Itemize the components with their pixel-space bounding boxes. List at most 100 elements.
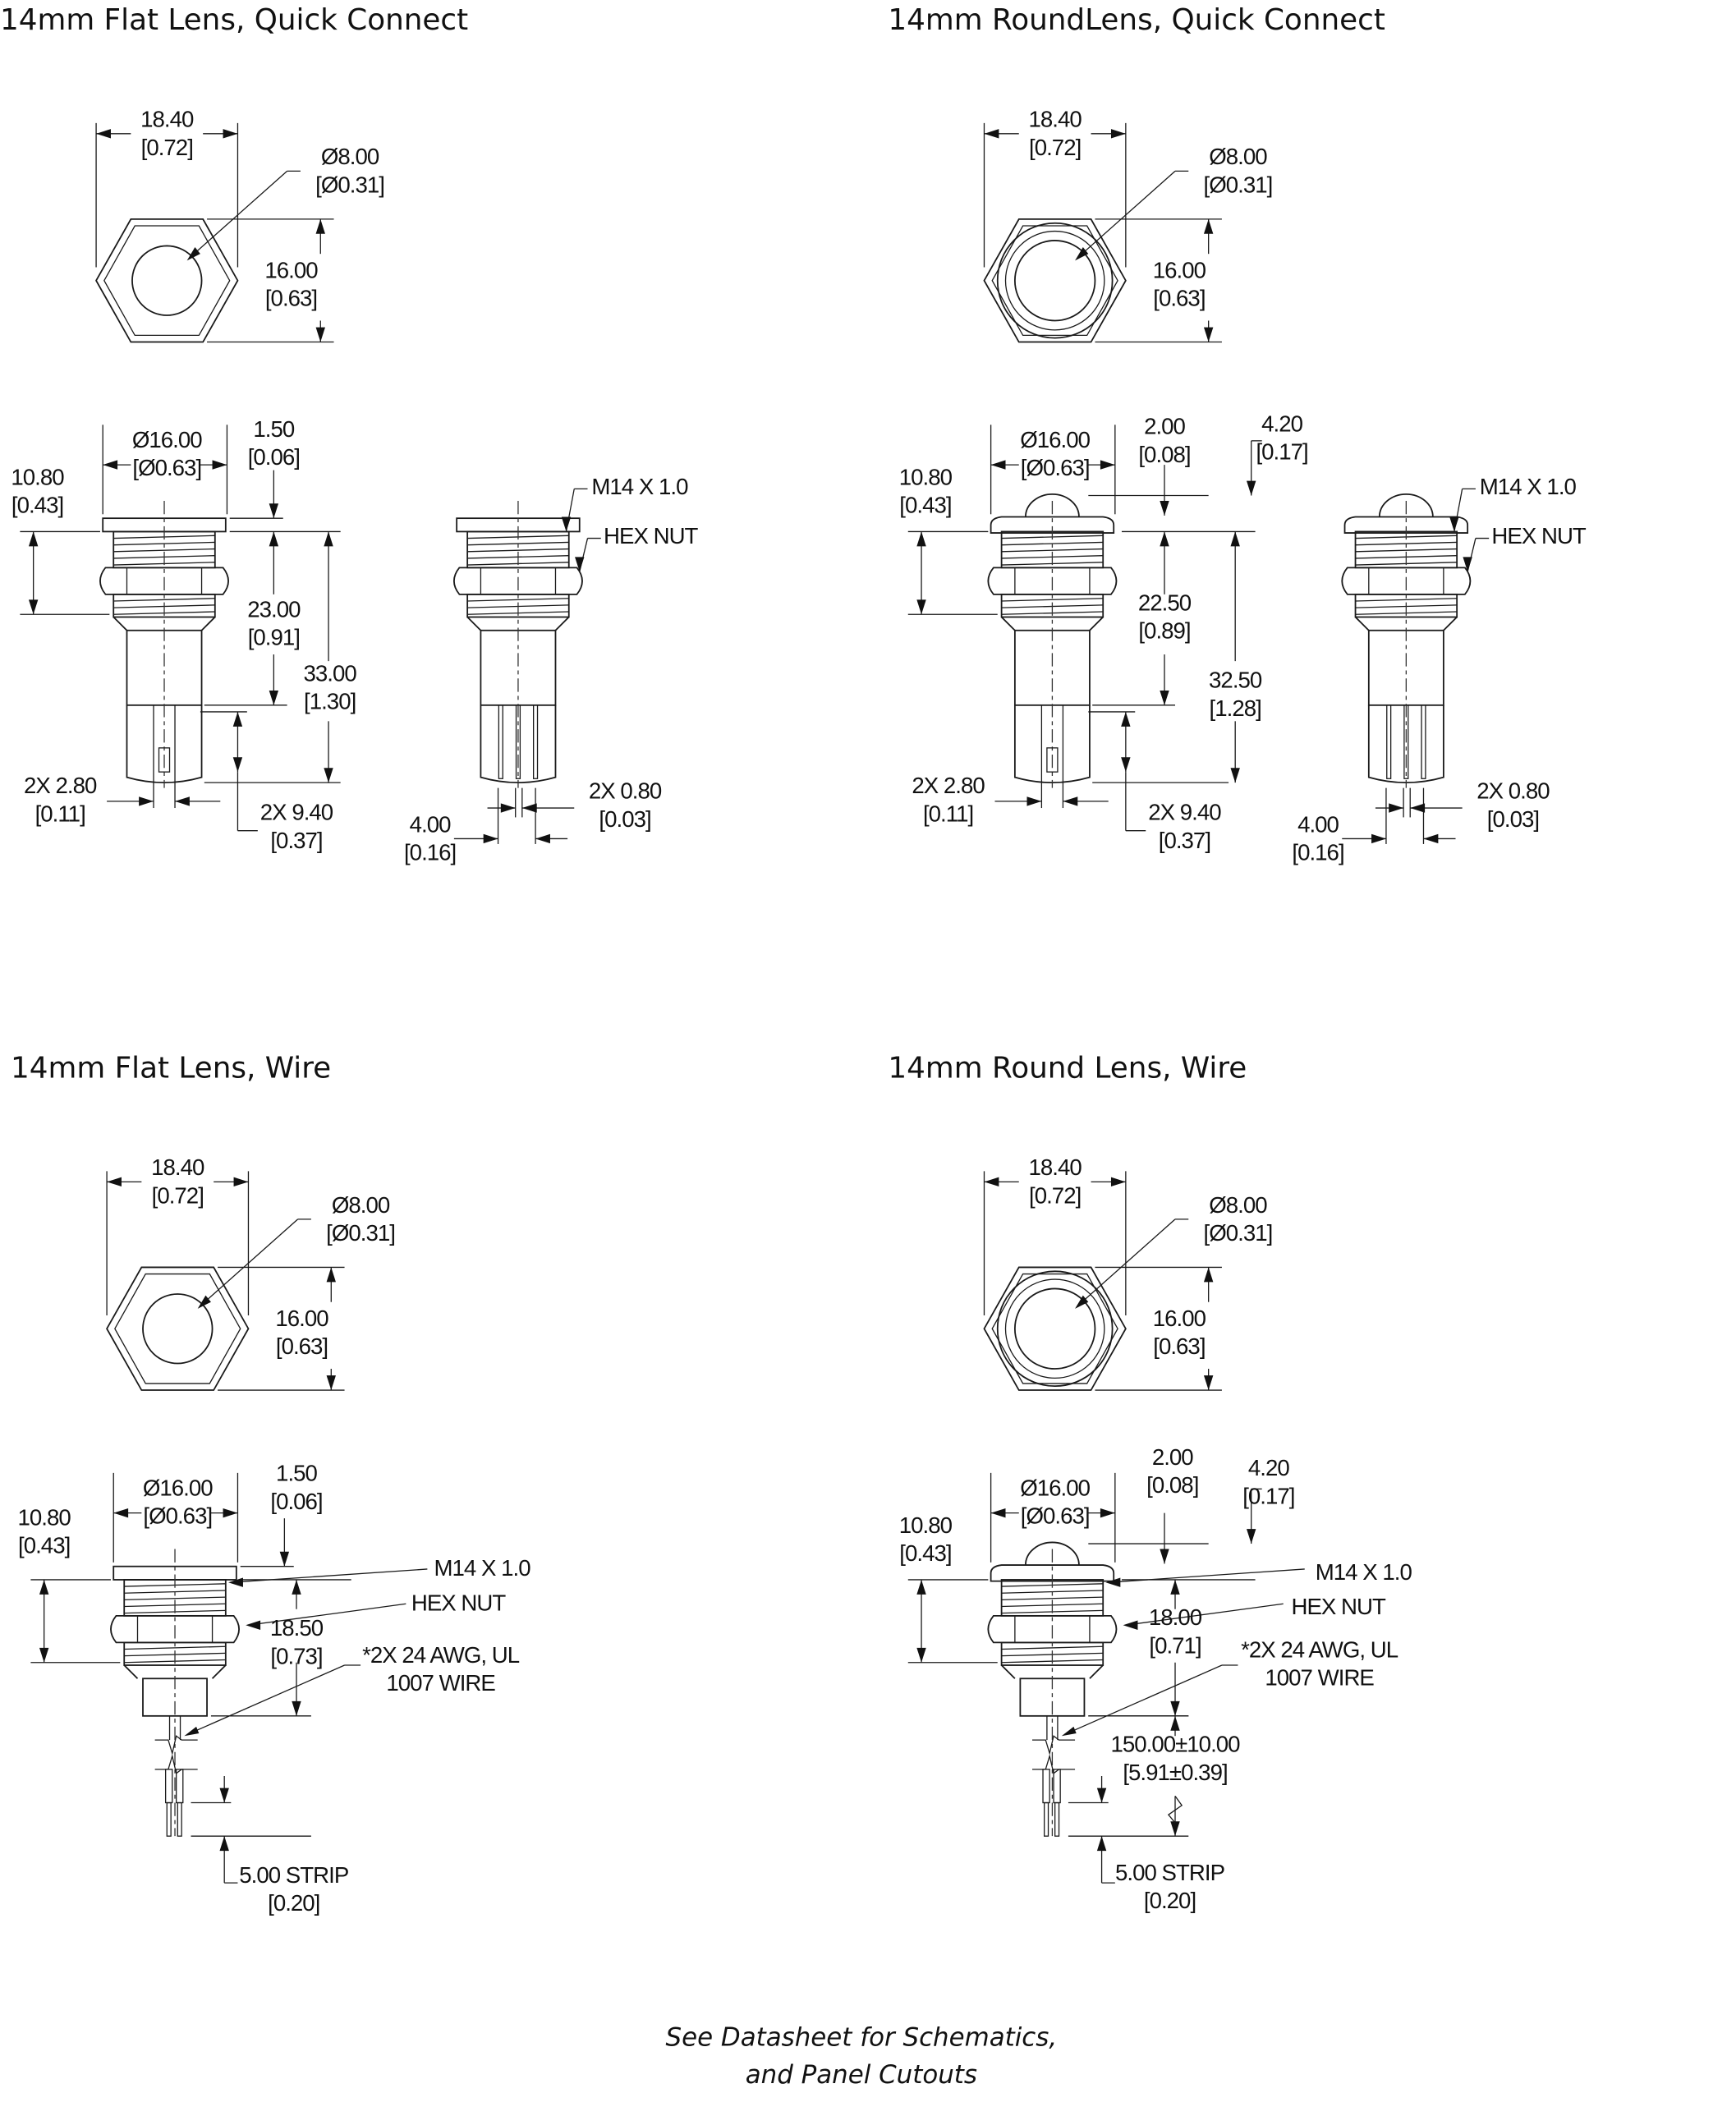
dimension-label-bezel: [Ø0.63] — [1021, 1503, 1090, 1529]
dimension-label-strip: 5.00 STRIP — [1115, 1860, 1224, 1885]
dimension-label-panel: [0.43] — [11, 493, 63, 518]
hex-nut — [99, 567, 229, 595]
hex-nut — [453, 567, 583, 595]
dimension-label-term-l: [0.37] — [1159, 828, 1210, 853]
taper-edge — [1089, 616, 1104, 631]
dimension-label-flange: [0.06] — [270, 1489, 322, 1514]
dimension-label-term-w: 2X 2.80 — [912, 773, 985, 798]
arrowhead — [324, 531, 333, 547]
leader-line — [186, 1664, 345, 1736]
arrowhead — [1203, 1267, 1214, 1283]
dimension-label-wire: *2X 24 AWG, UL — [1241, 1636, 1398, 1662]
arrowhead — [292, 1579, 301, 1595]
dimension-label-flange: [0.06] — [248, 444, 300, 470]
dimension-label-overall: 32.50 — [1209, 668, 1262, 693]
round-lens-dome — [1024, 493, 1080, 517]
hex-nut — [987, 567, 1118, 595]
dimension-label-height: 16.00 — [264, 257, 318, 282]
housing-body — [1013, 629, 1091, 706]
hex-outline — [106, 1266, 250, 1391]
arrowhead — [1371, 833, 1386, 844]
thread-line — [1001, 1645, 1104, 1650]
arrowhead — [1160, 1549, 1169, 1564]
dimension-label-wire: 1007 WIRE — [386, 1670, 495, 1696]
dimension-label-length: [0.71] — [1149, 1632, 1201, 1658]
thread-line — [124, 1645, 226, 1650]
dimension-label-dome: 4.20 — [1261, 411, 1302, 436]
arrowhead — [916, 599, 926, 615]
arrowhead — [1100, 1508, 1115, 1518]
dimension-label-body: 23.00 — [247, 597, 301, 622]
arrowhead — [223, 129, 238, 139]
leader-line — [1063, 1664, 1223, 1736]
arrowhead — [232, 711, 243, 727]
hex-nut — [1341, 567, 1472, 595]
dimension-label-wire: *2X 24 AWG, UL — [362, 1642, 520, 1668]
arrowhead — [1110, 1177, 1126, 1187]
arrowhead — [315, 218, 325, 234]
dimension-label-width: [0.72] — [152, 1182, 204, 1208]
taper-edge — [200, 616, 216, 631]
thread-line — [1001, 598, 1104, 602]
hex-chamfer — [991, 225, 1118, 337]
dimension-label-body: 22.50 — [1138, 590, 1192, 615]
dimension-label-bezel: [Ø0.63] — [132, 455, 201, 480]
taper-edge — [1089, 1664, 1104, 1679]
dimension-label-height: 16.00 — [1153, 257, 1206, 282]
arrowhead — [561, 516, 572, 532]
dimension-label-length: 18.50 — [270, 1615, 324, 1641]
arrowhead — [1160, 531, 1169, 547]
dimension-label-flange: 1.50 — [253, 416, 294, 442]
arrowhead — [1170, 1579, 1180, 1595]
hex-outline — [983, 218, 1127, 343]
dimension-label-wire-len: [5.91±0.39] — [1123, 1760, 1227, 1785]
arrowhead — [197, 1295, 211, 1309]
taper-edge — [1354, 616, 1370, 631]
bezel-ring-inner — [1004, 230, 1105, 331]
dimension-label-overall: 33.00 — [304, 661, 357, 686]
dimension-label-height: [0.63] — [1153, 286, 1205, 311]
stripped-conductor — [177, 1801, 182, 1837]
arrowhead — [315, 327, 325, 342]
break-symbol — [154, 1735, 198, 1755]
side-view-body — [987, 1541, 1118, 1837]
bezel-ring — [996, 1270, 1114, 1388]
side-view-body — [110, 1549, 240, 1837]
panel-title: 14mm Flat Lens, Quick Connect — [0, 3, 468, 37]
thread-line — [1001, 1596, 1104, 1600]
housing-body — [480, 629, 557, 706]
lens-circle — [1013, 240, 1096, 322]
dimension-label-dome: 4.20 — [1248, 1455, 1289, 1480]
dimension-label-overall: [1.30] — [304, 689, 356, 714]
dimension-label-thread: M14 X 1.0 — [1480, 474, 1577, 499]
arrowhead — [1203, 327, 1214, 342]
dimension-label-strip: [0.20] — [1144, 1888, 1196, 1913]
dimension-label-term-l: 2X 9.40 — [260, 800, 333, 825]
arrowhead — [279, 1551, 290, 1567]
dimension-label-lens-h: [0.08] — [1138, 442, 1190, 467]
arrowhead — [1075, 247, 1089, 261]
thread-line — [1355, 548, 1458, 553]
hex-outline — [983, 1266, 1127, 1391]
arrowhead — [990, 460, 1006, 470]
arrowhead — [219, 1788, 229, 1803]
housing-body — [126, 629, 203, 706]
drawing-panel: 14mm Flat Lens, Quick Connect18.40[0.72]… — [0, 3, 700, 865]
arrowhead — [186, 247, 200, 261]
stripped-conductor — [166, 1801, 172, 1837]
arrowhead — [113, 1508, 129, 1518]
panel-title: 14mm Flat Lens, Wire — [11, 1052, 331, 1085]
dimension-label-term-l: [0.37] — [270, 828, 322, 853]
arrowhead — [483, 833, 498, 844]
rotated-view-body — [453, 501, 583, 788]
dimension-label-overall: [1.28] — [1210, 695, 1261, 721]
arrowhead — [1170, 1715, 1180, 1731]
break-symbol — [1032, 1735, 1076, 1755]
side-view — [907, 425, 1262, 832]
dimension-label-term-l: 2X 9.40 — [1148, 800, 1221, 825]
drawing-panel: 14mm Flat Lens, Wire18.40[0.72]Ø8.00[Ø0.… — [11, 1052, 531, 1916]
arrowhead — [139, 796, 154, 806]
leader-line — [1125, 1603, 1284, 1626]
arrowhead — [326, 1375, 336, 1391]
